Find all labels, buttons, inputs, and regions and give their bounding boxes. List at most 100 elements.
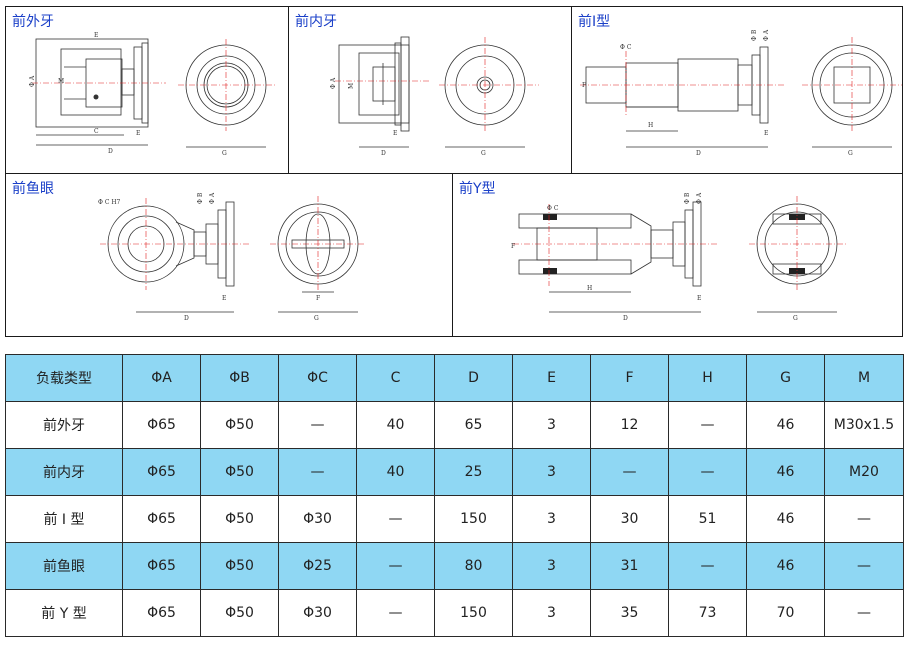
column-header: 负载类型: [5, 354, 123, 402]
table-row: 前 I 型 Φ65 Φ50 Φ30 — 150 3 30 51 46 —: [5, 495, 904, 543]
table-cell: Φ50: [200, 589, 279, 637]
dim-label: H: [587, 285, 592, 292]
table-cell: Φ30: [278, 589, 357, 637]
dim-label: Φ A: [763, 29, 770, 41]
drawing-front-i-type: 前I型 Φ C Φ B Φ A F H E D G: [571, 6, 903, 174]
dim-label: Φ A: [330, 77, 337, 89]
table-cell: —: [356, 542, 435, 590]
column-header: E: [512, 354, 591, 402]
table-cell: 73: [668, 589, 747, 637]
dim-label: G: [222, 150, 227, 157]
table-cell: —: [278, 448, 357, 496]
dim-label: F: [316, 295, 320, 302]
table-cell: —: [668, 401, 747, 449]
spec-table: 负载类型 ΦA ΦB ΦC C D E F H G M 前外牙 Φ65 Φ50 …: [5, 354, 904, 637]
drawing-title: 前I型: [578, 14, 611, 30]
table-cell: —: [278, 401, 357, 449]
column-header: H: [668, 354, 747, 402]
table-cell: 31: [590, 542, 669, 590]
table-cell: 前 I 型: [5, 495, 123, 543]
table-cell: —: [824, 542, 904, 590]
dim-label: D: [381, 150, 386, 157]
dim-label: M: [58, 78, 64, 85]
table-cell: 46: [746, 495, 825, 543]
external-thread-drawing-svg: E Φ A M C D E G: [29, 32, 276, 157]
dim-label: G: [848, 150, 853, 157]
table-cell: 40: [356, 448, 435, 496]
dim-label: Φ C H7: [98, 199, 121, 206]
table-cell: 40: [356, 401, 435, 449]
fisheye-drawing-svg: Φ C H7 Φ B Φ A E F D G: [98, 192, 366, 322]
dim-label: M: [348, 83, 355, 89]
column-header: M: [824, 354, 904, 402]
dim-label: Φ C: [547, 205, 559, 212]
dim-label: D: [184, 315, 189, 322]
dim-label: Φ B: [684, 192, 691, 204]
dim-label: E: [222, 295, 226, 302]
dim-label: E: [764, 130, 768, 137]
dim-label: E: [393, 130, 397, 137]
drawing-title: 前Y型: [459, 181, 496, 197]
table-cell: 3: [512, 401, 591, 449]
table-cell: Φ25: [278, 542, 357, 590]
dim-label: G: [793, 315, 798, 322]
table-cell: Φ65: [122, 401, 201, 449]
i-type-drawing-svg: Φ C Φ B Φ A F H E D G: [580, 29, 902, 157]
table-cell: —: [668, 448, 747, 496]
dim-label: G: [481, 150, 486, 157]
drawing-front-internal-thread: 前内牙 Φ A M E D G: [288, 6, 572, 174]
table-row: 前 Y 型 Φ65 Φ50 Φ30 — 150 3 35 73 70 —: [5, 589, 904, 637]
table-cell: —: [356, 495, 435, 543]
dim-label: Φ A: [29, 75, 36, 87]
dim-label: Φ A: [696, 192, 703, 204]
dim-label: G: [314, 315, 319, 322]
table-cell: Φ65: [122, 589, 201, 637]
table-cell: Φ65: [122, 448, 201, 496]
dim-label: D: [696, 150, 701, 157]
table-cell: 30: [590, 495, 669, 543]
column-header: D: [434, 354, 513, 402]
drawing-title: 前外牙: [12, 14, 54, 30]
table-header-row: 负载类型 ΦA ΦB ΦC C D E F H G M: [5, 354, 904, 402]
dim-label: C: [94, 128, 99, 135]
table-cell: 150: [434, 589, 513, 637]
dim-label: H: [648, 122, 653, 129]
dim-label: E: [136, 130, 140, 137]
table-cell: —: [668, 542, 747, 590]
table-cell: Φ50: [200, 495, 279, 543]
table-cell: 51: [668, 495, 747, 543]
table-cell: Φ30: [278, 495, 357, 543]
dim-label: E: [697, 295, 701, 302]
dim-label: F: [582, 82, 586, 89]
table-cell: Φ50: [200, 542, 279, 590]
table-cell: Φ65: [122, 495, 201, 543]
table-cell: —: [824, 495, 904, 543]
table-cell: 12: [590, 401, 669, 449]
table-cell: 150: [434, 495, 513, 543]
dim-label: Φ A: [209, 192, 216, 204]
table-cell: —: [590, 448, 669, 496]
column-header: C: [356, 354, 435, 402]
table-cell: 前 Y 型: [5, 589, 123, 637]
internal-thread-drawing-svg: Φ A M E D G: [330, 36, 539, 157]
table-cell: M20: [824, 448, 904, 496]
table-cell: Φ65: [122, 542, 201, 590]
table-row: 前内牙 Φ65 Φ50 — 40 25 3 — — 46 M20: [5, 448, 904, 496]
column-header: ΦB: [200, 354, 279, 402]
table-cell: 25: [434, 448, 513, 496]
table-row: 前外牙 Φ65 Φ50 — 40 65 3 12 — 46 M30x1.5: [5, 401, 904, 449]
drawing-front-y-type: 前Y型 Φ C: [452, 173, 903, 337]
table-cell: 前内牙: [5, 448, 123, 496]
y-type-drawing-svg: Φ C Φ B Φ A F H E D G: [511, 192, 847, 322]
dim-label: Φ B: [197, 192, 204, 204]
dim-label: Φ B: [751, 29, 758, 41]
dim-label: D: [108, 148, 113, 155]
table-cell: 3: [512, 495, 591, 543]
column-header: G: [746, 354, 825, 402]
column-header: ΦA: [122, 354, 201, 402]
table-cell: 80: [434, 542, 513, 590]
dim-label: E: [94, 32, 98, 39]
dim-label: F: [511, 243, 515, 250]
table-cell: 3: [512, 589, 591, 637]
table-cell: 3: [512, 448, 591, 496]
